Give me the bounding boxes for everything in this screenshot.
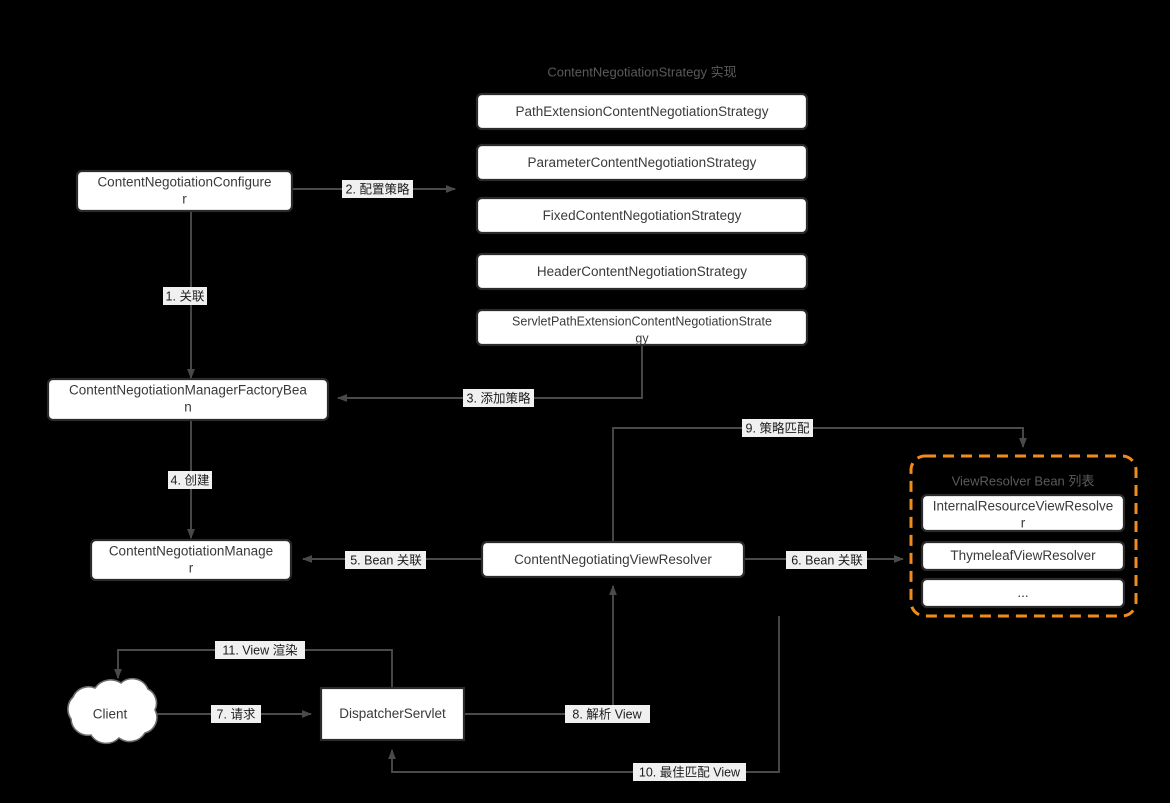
edge-label-text: 7. 请求 [217,707,256,721]
edge-label-1: 1. 关联 [163,287,207,305]
edge-label-text: 1. 关联 [166,289,205,303]
strategy-item-label: ParameterContentNegotiationStrategy [528,155,757,170]
strategy-item-label-line1: ServletPathExtensionContentNegotiationSt… [512,314,772,328]
edge-label-2: 2. 配置策略 [342,180,413,198]
viewresolver-item-label: ... [1017,585,1028,600]
edge-label-10: 10. 最佳匹配 View [633,763,746,781]
edge-label-text: 5. Bean 关联 [350,553,422,567]
edge-label-5: 5. Bean 关联 [345,551,426,569]
strategy-item-label: HeaderContentNegotiationStrategy [537,264,747,279]
edge-label-text: 6. Bean 关联 [791,553,863,567]
viewresolver-item-label-line1: InternalResourceViewResolve [933,499,1114,514]
edge-9-strategy-match [612,427,1027,541]
viewresolver-item-ellipsis[interactable]: ... [920,577,1126,609]
node-label: DispatcherServlet [339,706,446,721]
edge-label-text: 4. 创建 [171,473,210,487]
node-label-line1: ContentNegotiationConfigure [97,175,271,190]
node-content-negotiation-manager-factory-bean[interactable]: ContentNegotiationManagerFactoryBea n [46,377,330,422]
strategy-item-fixed[interactable]: FixedContentNegotiationStrategy [475,196,809,235]
edge-label-4: 4. 创建 [168,471,212,489]
strategy-item-label-line2: gy [635,331,649,345]
strategy-item-label: FixedContentNegotiationStrategy [543,208,742,223]
node-dispatcher-servlet[interactable]: DispatcherServlet [319,686,466,742]
viewresolver-group-title: ViewResolver Bean 列表 [952,473,1095,488]
edge-label-text: 3. 添加策略 [467,390,531,405]
edge-label-text: 8. 解析 View [572,707,642,721]
node-content-negotiation-manager[interactable]: ContentNegotiationManage r [89,538,293,582]
edge-label-3: 3. 添加策略 [463,389,534,407]
edge-label-8: 8. 解析 View [565,705,650,723]
edge-label-9: 9. 策略匹配 [742,419,813,437]
node-label: Client [93,707,128,722]
edge-label-text: 11. View 渲染 [222,642,298,657]
strategy-group: ContentNegotiationStrategy 实现 PathExtens… [475,64,809,347]
viewresolver-item-internal-resource[interactable]: InternalResourceViewResolve r [920,493,1126,533]
strategy-item-servlet-path-extension[interactable]: ServletPathExtensionContentNegotiationSt… [475,308,809,347]
edge-10-best-match-view [388,616,780,773]
edge-label-11: 11. View 渲染 [215,641,305,659]
edge-label-7: 7. 请求 [211,705,261,723]
strategy-item-path-extension[interactable]: PathExtensionContentNegotiationStrategy [475,92,809,131]
node-label-line1: ContentNegotiationManagerFactoryBea [69,383,307,398]
viewresolver-group: ViewResolver Bean 列表 InternalResourceVie… [909,454,1138,618]
edge-label-text: 2. 配置策略 [346,181,410,196]
viewresolver-item-label: ThymeleafViewResolver [950,548,1096,563]
edge-label-text: 10. 最佳匹配 View [639,765,741,779]
node-label: ContentNegotiatingViewResolver [514,552,712,567]
viewresolver-item-label-line2: r [1021,516,1026,531]
edge-label-6: 6. Bean 关联 [786,551,867,569]
node-content-negotiation-configurer[interactable]: ContentNegotiationConfigure r [75,169,294,213]
node-content-negotiating-view-resolver[interactable]: ContentNegotiatingViewResolver [480,540,746,579]
strategy-item-header[interactable]: HeaderContentNegotiationStrategy [475,252,809,291]
node-label-line2: r [182,192,187,207]
edge-3-add-strategy [337,344,643,402]
strategy-item-parameter[interactable]: ParameterContentNegotiationStrategy [475,143,809,182]
viewresolver-group-border [909,454,1138,618]
cloud-icon [67,677,158,745]
strategy-item-label: PathExtensionContentNegotiationStrategy [516,104,769,119]
viewresolver-item-thymeleaf[interactable]: ThymeleafViewResolver [920,540,1126,572]
edge-label-text: 9. 策略匹配 [746,420,810,435]
strategy-group-title: ContentNegotiationStrategy 实现 [547,64,736,79]
node-client[interactable]: Client [67,677,158,745]
edge-8-resolve-view [465,585,617,715]
node-label-line2: n [184,400,192,415]
node-label-line1: ContentNegotiationManage [109,544,273,559]
node-label-line2: r [189,561,194,576]
